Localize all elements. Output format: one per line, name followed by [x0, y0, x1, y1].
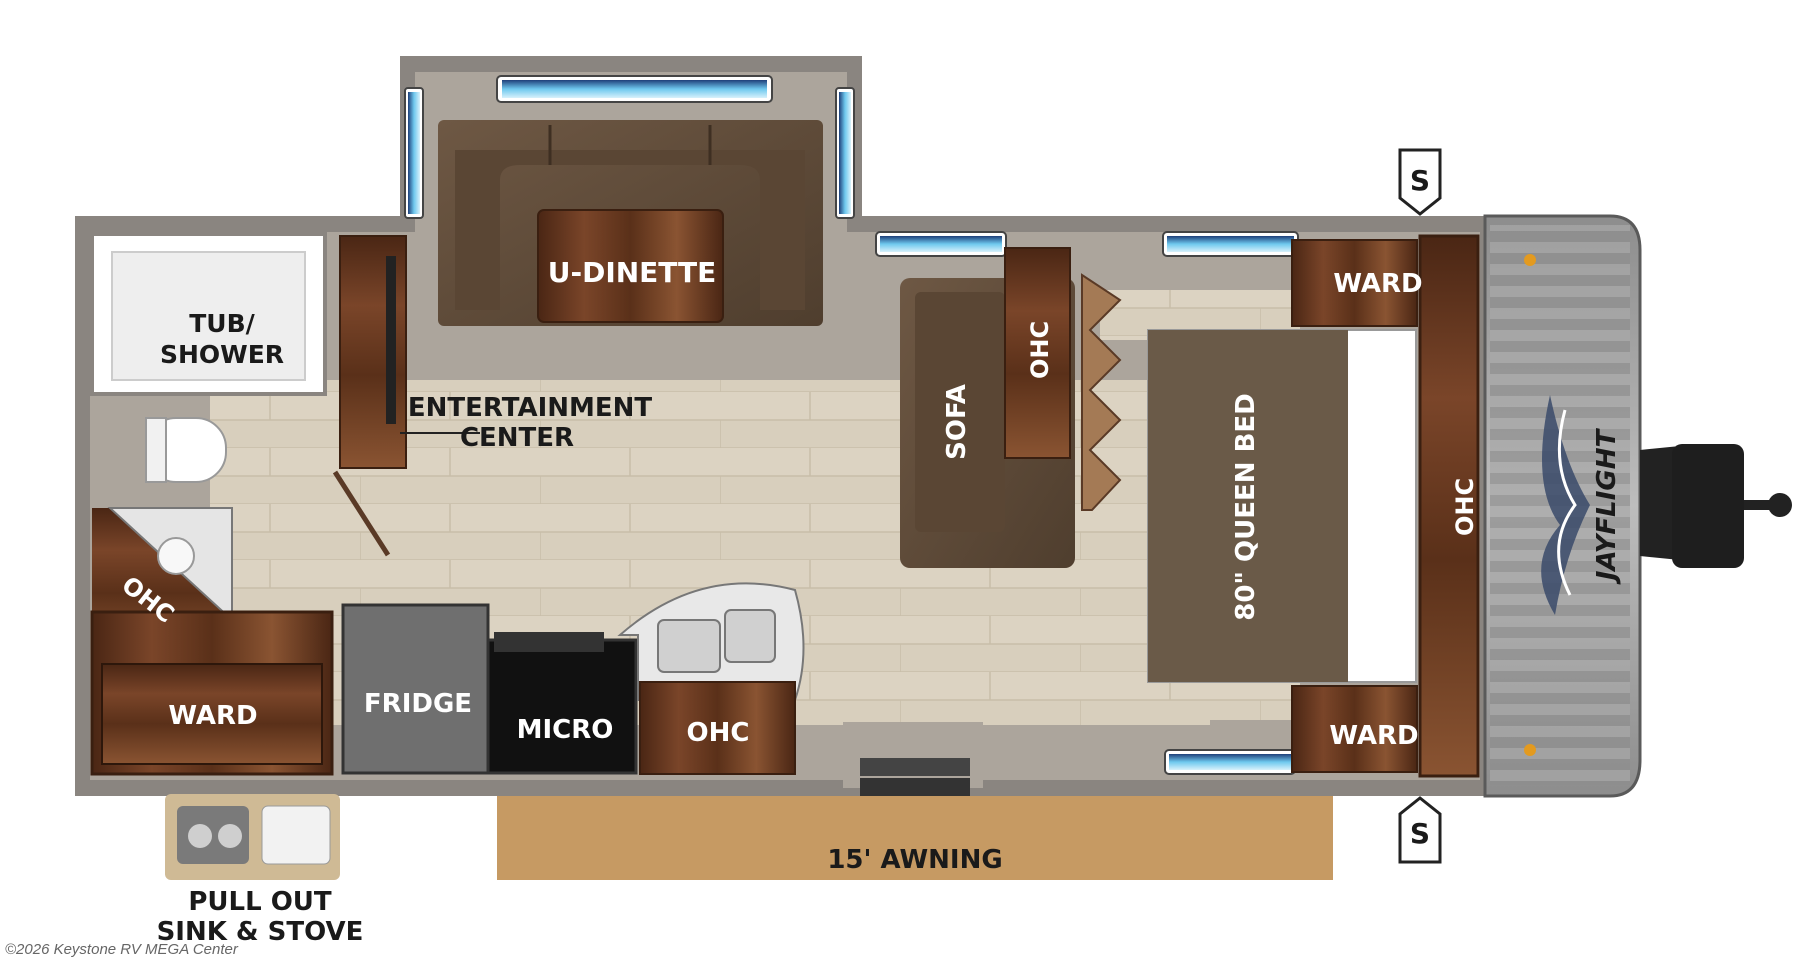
sofa-label: SOFA: [942, 384, 972, 460]
ward-bath-label: WARD: [168, 701, 257, 731]
logo-text: JAYFLIGHT: [1592, 428, 1622, 586]
microwave: [486, 638, 638, 775]
pull-out-label: PULL OUT: [188, 887, 332, 917]
kitchen-ohc: [639, 681, 796, 775]
awning: [497, 796, 1333, 880]
stabilizer-top-label: S: [1410, 164, 1430, 197]
outdoor-sink-icon: [261, 805, 331, 865]
bedroom-ohc: [1418, 234, 1480, 778]
front-ohc: [1004, 247, 1071, 459]
kitchen: [341, 582, 805, 775]
queen-bed-label: 80" QUEEN BED: [1231, 393, 1261, 621]
ohc-front-label: OHC: [1026, 321, 1054, 379]
bathroom: [90, 232, 334, 776]
stabilizer-bottom-label: S: [1410, 817, 1430, 850]
stabilizer-bottom: [1398, 796, 1442, 864]
ohc-bedroom-label: OHC: [1451, 478, 1479, 536]
ward-top-label: WARD: [1333, 269, 1422, 299]
pull-out-label: SINK & STOVE: [157, 917, 364, 947]
copyright-text: ©2026 Keystone RV MEGA Center: [5, 941, 239, 958]
marker-light-icon: [1524, 254, 1536, 266]
dinette-table: [537, 209, 724, 323]
marker-light-icon: [1524, 744, 1536, 756]
ward-bottom-label: WARD: [1329, 721, 1418, 751]
stove-icon: [177, 806, 249, 864]
fridge-label: FRIDGE: [364, 689, 472, 719]
tv-icon: [386, 256, 396, 424]
entertainment-center: [332, 235, 480, 557]
micro-label: MICRO: [517, 715, 614, 745]
ward-bottom: [1291, 685, 1418, 773]
entertainment-center-label: ENTERTAINMENT: [408, 393, 653, 423]
ward-top: [1291, 239, 1418, 327]
bedroom: [1147, 234, 1480, 778]
awning-label: 15' AWNING: [827, 845, 1002, 875]
u-dinette: [438, 120, 823, 326]
bath-sink-icon: [157, 537, 195, 575]
sofa-area: [900, 247, 1122, 568]
entry-door: [843, 722, 983, 796]
jayflight-logo: JAYFLIGHT: [1541, 395, 1622, 615]
hitch-tongue: [1640, 444, 1792, 568]
steps-icon: [1081, 273, 1122, 511]
kitchen-sink-icon: [657, 619, 721, 673]
pull-out-kitchen: [165, 794, 340, 880]
ohc-kitchen-label: OHC: [687, 718, 750, 748]
tub-shower-label: TUB/: [189, 309, 255, 338]
tub-shower-label: SHOWER: [160, 340, 284, 369]
step-icon: [860, 758, 970, 776]
door-swing: [332, 470, 391, 557]
propane-tank-icon: [1672, 444, 1744, 568]
stabilizer-top: [1398, 148, 1442, 216]
hitch-ball-icon: [1768, 493, 1792, 517]
u-dinette-label: U-DINETTE: [548, 256, 717, 289]
entertainment-center-label: CENTER: [460, 423, 574, 453]
